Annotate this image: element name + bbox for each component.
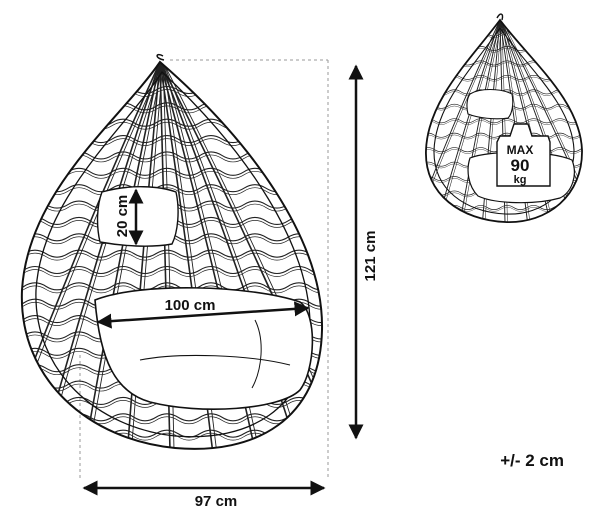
wicker-strand bbox=[21, 200, 323, 209]
wicker-strand bbox=[126, 62, 161, 449]
wicker-strand bbox=[84, 62, 161, 449]
wicker-strand bbox=[462, 20, 503, 223]
seat-width-label: 100 cm bbox=[165, 297, 216, 314]
max-weight-line2: 90 bbox=[511, 156, 530, 175]
wicker-strand bbox=[88, 62, 164, 449]
wicker-strand bbox=[21, 265, 323, 275]
width-label: 97 cm bbox=[195, 493, 238, 510]
wicker-strand bbox=[501, 20, 583, 223]
small-back-pillow bbox=[466, 88, 514, 120]
back-pillow bbox=[96, 186, 179, 247]
large-chair-drawing: 121 cm 97 cm 100 cm 20 cm bbox=[20, 53, 379, 510]
seat-width-arrow bbox=[96, 301, 310, 329]
wicker-strand bbox=[499, 20, 573, 223]
wicker-strand bbox=[425, 205, 583, 210]
chair-inner-rim bbox=[35, 70, 311, 438]
wicker-strand bbox=[459, 20, 501, 223]
wicker-strand bbox=[439, 20, 503, 223]
max-weight-line1: MAX bbox=[507, 143, 534, 157]
small-chair-rim bbox=[425, 18, 583, 223]
wicker-strand bbox=[21, 102, 323, 111]
wicker-strand bbox=[425, 20, 501, 223]
chair-outer-rim bbox=[20, 60, 324, 450]
tolerance-label: +/- 2 cm bbox=[500, 451, 564, 470]
wicker-strand bbox=[425, 60, 583, 66]
wicker-strand bbox=[131, 62, 164, 449]
height-label: 121 cm bbox=[362, 231, 379, 282]
small-chair-drawing: MAX 90 kg bbox=[425, 13, 583, 223]
max-weight-badge: MAX 90 kg bbox=[496, 123, 551, 187]
max-weight-line3: kg bbox=[514, 174, 527, 186]
wicker-strand bbox=[425, 132, 583, 138]
pillow-height-label: 20 cm bbox=[114, 195, 131, 238]
wicker-strand bbox=[21, 62, 161, 449]
wicker-strand bbox=[21, 282, 323, 291]
wicker-strand bbox=[21, 413, 323, 422]
wicker-strand bbox=[425, 74, 583, 80]
wicker-strand bbox=[21, 269, 323, 277]
